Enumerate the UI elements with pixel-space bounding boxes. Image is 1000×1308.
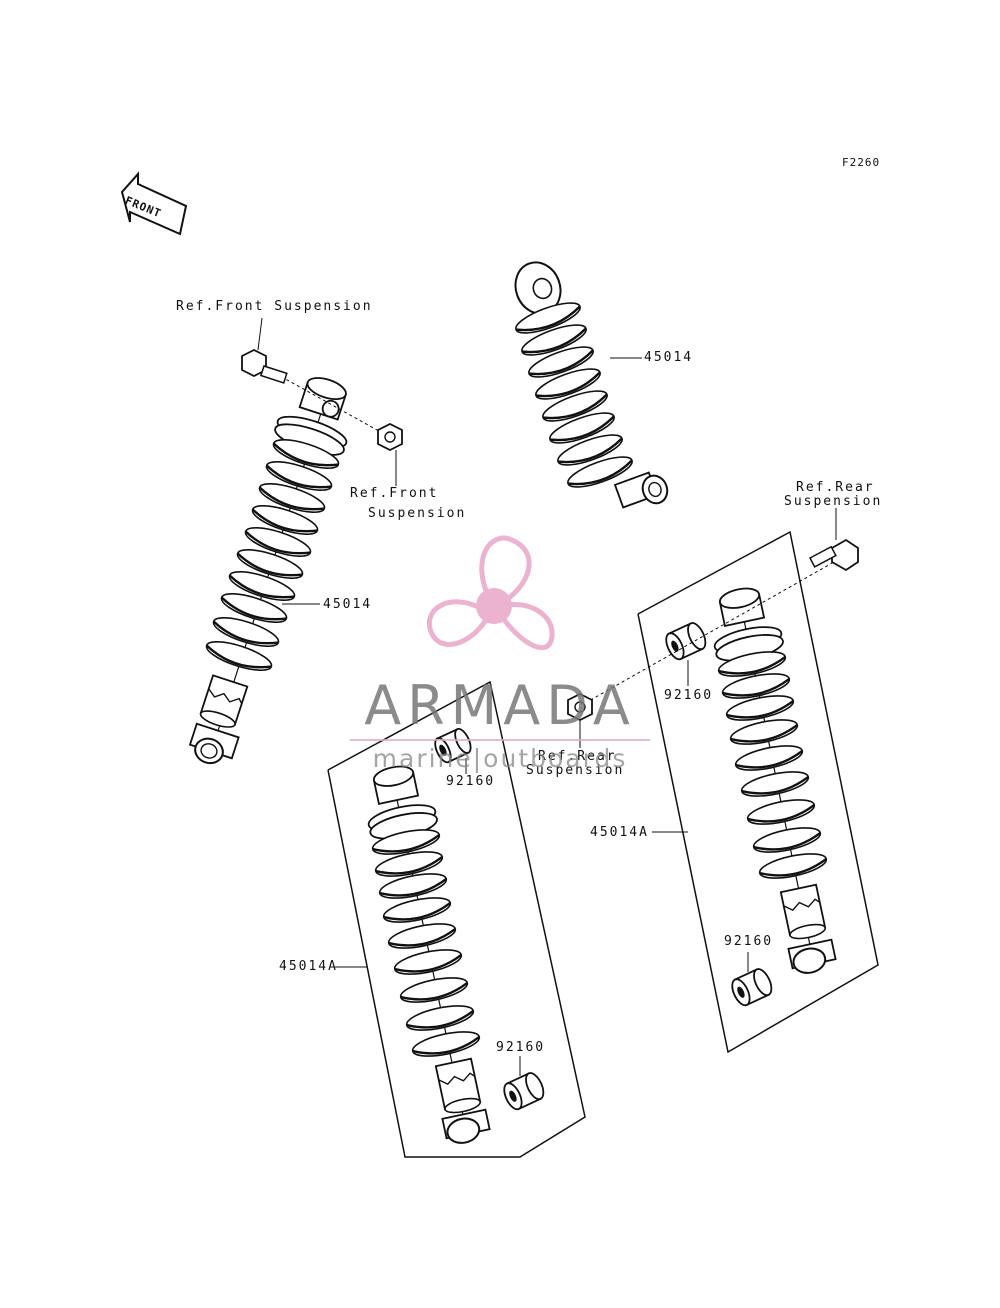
front-arrow-icon <box>120 171 188 236</box>
front-bolt-icon <box>241 348 396 441</box>
label-bushing-92160-left-bottom: 92160 <box>496 1040 546 1055</box>
front-shock-right <box>511 261 669 509</box>
label-ref-front-top: Ref.Front Suspension <box>176 299 373 314</box>
label-ref-rear-right-l2: Suspension <box>784 494 883 509</box>
rear-left-frame <box>327 680 586 1158</box>
rear-right-frame <box>637 530 879 1054</box>
label-part-45014-right: 45014 <box>644 350 694 365</box>
label-ref-rear-center: Ref.Rear Suspension <box>526 750 636 778</box>
label-part-45014a-right: 45014A <box>590 825 649 840</box>
label-bushing-92160-right-bottom: 92160 <box>724 934 774 949</box>
bushing-icon <box>665 622 707 661</box>
figure-code: F2260 <box>842 156 881 169</box>
label-ref-front-mid: Ref.Front Suspension <box>340 487 480 521</box>
label-ref-rear-center-l2: Suspension <box>526 763 625 778</box>
bushing-icon <box>434 727 472 764</box>
label-part-45014a-left: 45014A <box>279 959 338 974</box>
label-ref-rear-right-l1: Ref.Rear <box>796 480 875 495</box>
watermark-rule <box>350 739 650 741</box>
label-bushing-92160-left-top: 92160 <box>446 774 496 789</box>
watermark-tagline: marine|outboards <box>372 744 628 773</box>
bushing-icon <box>503 1072 545 1111</box>
rear-shock-left <box>367 765 491 1144</box>
label-part-45014-left: 45014 <box>323 597 373 612</box>
label-ref-front-mid-l2: Suspension <box>368 506 467 521</box>
armada-propeller-logo-icon <box>426 535 555 650</box>
rear-shock-right <box>713 587 837 974</box>
front-shock-left <box>188 377 348 765</box>
front-nut-icon <box>377 422 403 452</box>
rear-bolt-icon <box>808 538 859 572</box>
label-ref-rear-center-l1: Ref.Rear <box>538 749 617 764</box>
label-ref-front-mid-l1: Ref.Front <box>350 486 439 501</box>
label-ref-rear-right: Ref.Rear Suspension <box>784 481 894 509</box>
rear-nut-icon <box>567 692 593 722</box>
bushing-icon <box>731 968 773 1007</box>
watermark-name: ARMADA <box>364 674 636 737</box>
label-bushing-92160-right-top: 92160 <box>664 688 714 703</box>
